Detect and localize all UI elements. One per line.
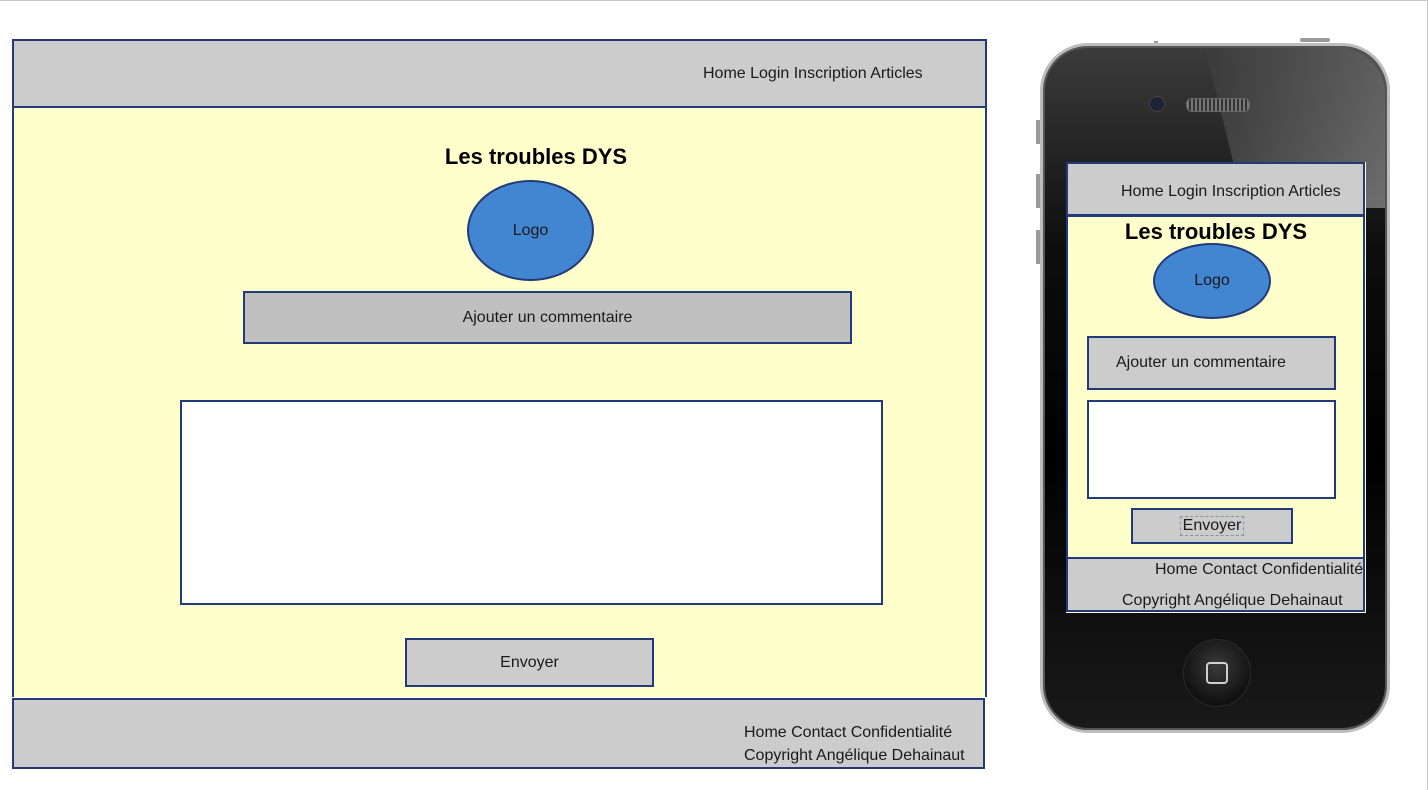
desktop-send-label: Envoyer: [500, 653, 559, 671]
desktop-header: Home Login Inscription Articles: [12, 39, 987, 108]
home-button-icon[interactable]: [1183, 639, 1251, 707]
mobile-send-button[interactable]: Envoyer: [1131, 508, 1293, 544]
mobile-nav-menu[interactable]: Home Login Inscription Articles: [1121, 183, 1341, 200]
desktop-logo: Logo: [467, 180, 594, 281]
phone-top-button: [1154, 41, 1158, 44]
mobile-add-comment-button[interactable]: Ajouter un commentaire: [1087, 336, 1336, 390]
mobile-footer: Home Contact Confidentialité Copyright A…: [1066, 557, 1365, 612]
mobile-logo-label: Logo: [1194, 272, 1230, 289]
desktop-logo-label: Logo: [512, 221, 549, 239]
desktop-add-comment-button[interactable]: Ajouter un commentaire: [243, 291, 852, 344]
desktop-page-title: Les troubles DYS: [444, 144, 628, 169]
phone-volume-down: [1036, 230, 1040, 264]
desktop-add-comment-label: Ajouter un commentaire: [462, 308, 633, 326]
desktop-footer-links[interactable]: Home Contact Confidentialité: [744, 724, 953, 741]
desktop-comment-textarea[interactable]: [180, 400, 883, 605]
speaker-icon: [1186, 98, 1250, 112]
mobile-logo: Logo: [1153, 243, 1271, 319]
desktop-send-button[interactable]: Envoyer: [405, 638, 654, 687]
camera-icon: [1149, 96, 1165, 112]
mobile-send-label: Envoyer: [1179, 516, 1245, 536]
mobile-copyright: Copyright Angélique Dehainaut: [1122, 592, 1343, 609]
desktop-wireframe: Home Login Inscription Articles Les trou…: [12, 39, 988, 769]
mobile-add-comment-label: Ajouter un commentaire: [1116, 354, 1286, 371]
canvas-top-border: [0, 0, 1428, 1]
mobile-comment-textarea[interactable]: [1087, 400, 1336, 499]
phone-power-button: [1300, 38, 1330, 42]
phone-mute-switch: [1036, 120, 1040, 144]
home-square-icon: [1206, 662, 1228, 684]
desktop-footer: Home Contact Confidentialité Copyright A…: [12, 698, 985, 769]
mobile-footer-links[interactable]: Home Contact Confidentialité: [1155, 561, 1364, 578]
desktop-copyright: Copyright Angélique Dehainaut: [744, 747, 965, 764]
desktop-nav-menu[interactable]: Home Login Inscription Articles: [703, 65, 923, 82]
mobile-page-title: Les troubles DYS: [1124, 219, 1308, 244]
mobile-header: Home Login Inscription Articles: [1066, 162, 1365, 216]
phone-volume-up: [1036, 174, 1040, 208]
